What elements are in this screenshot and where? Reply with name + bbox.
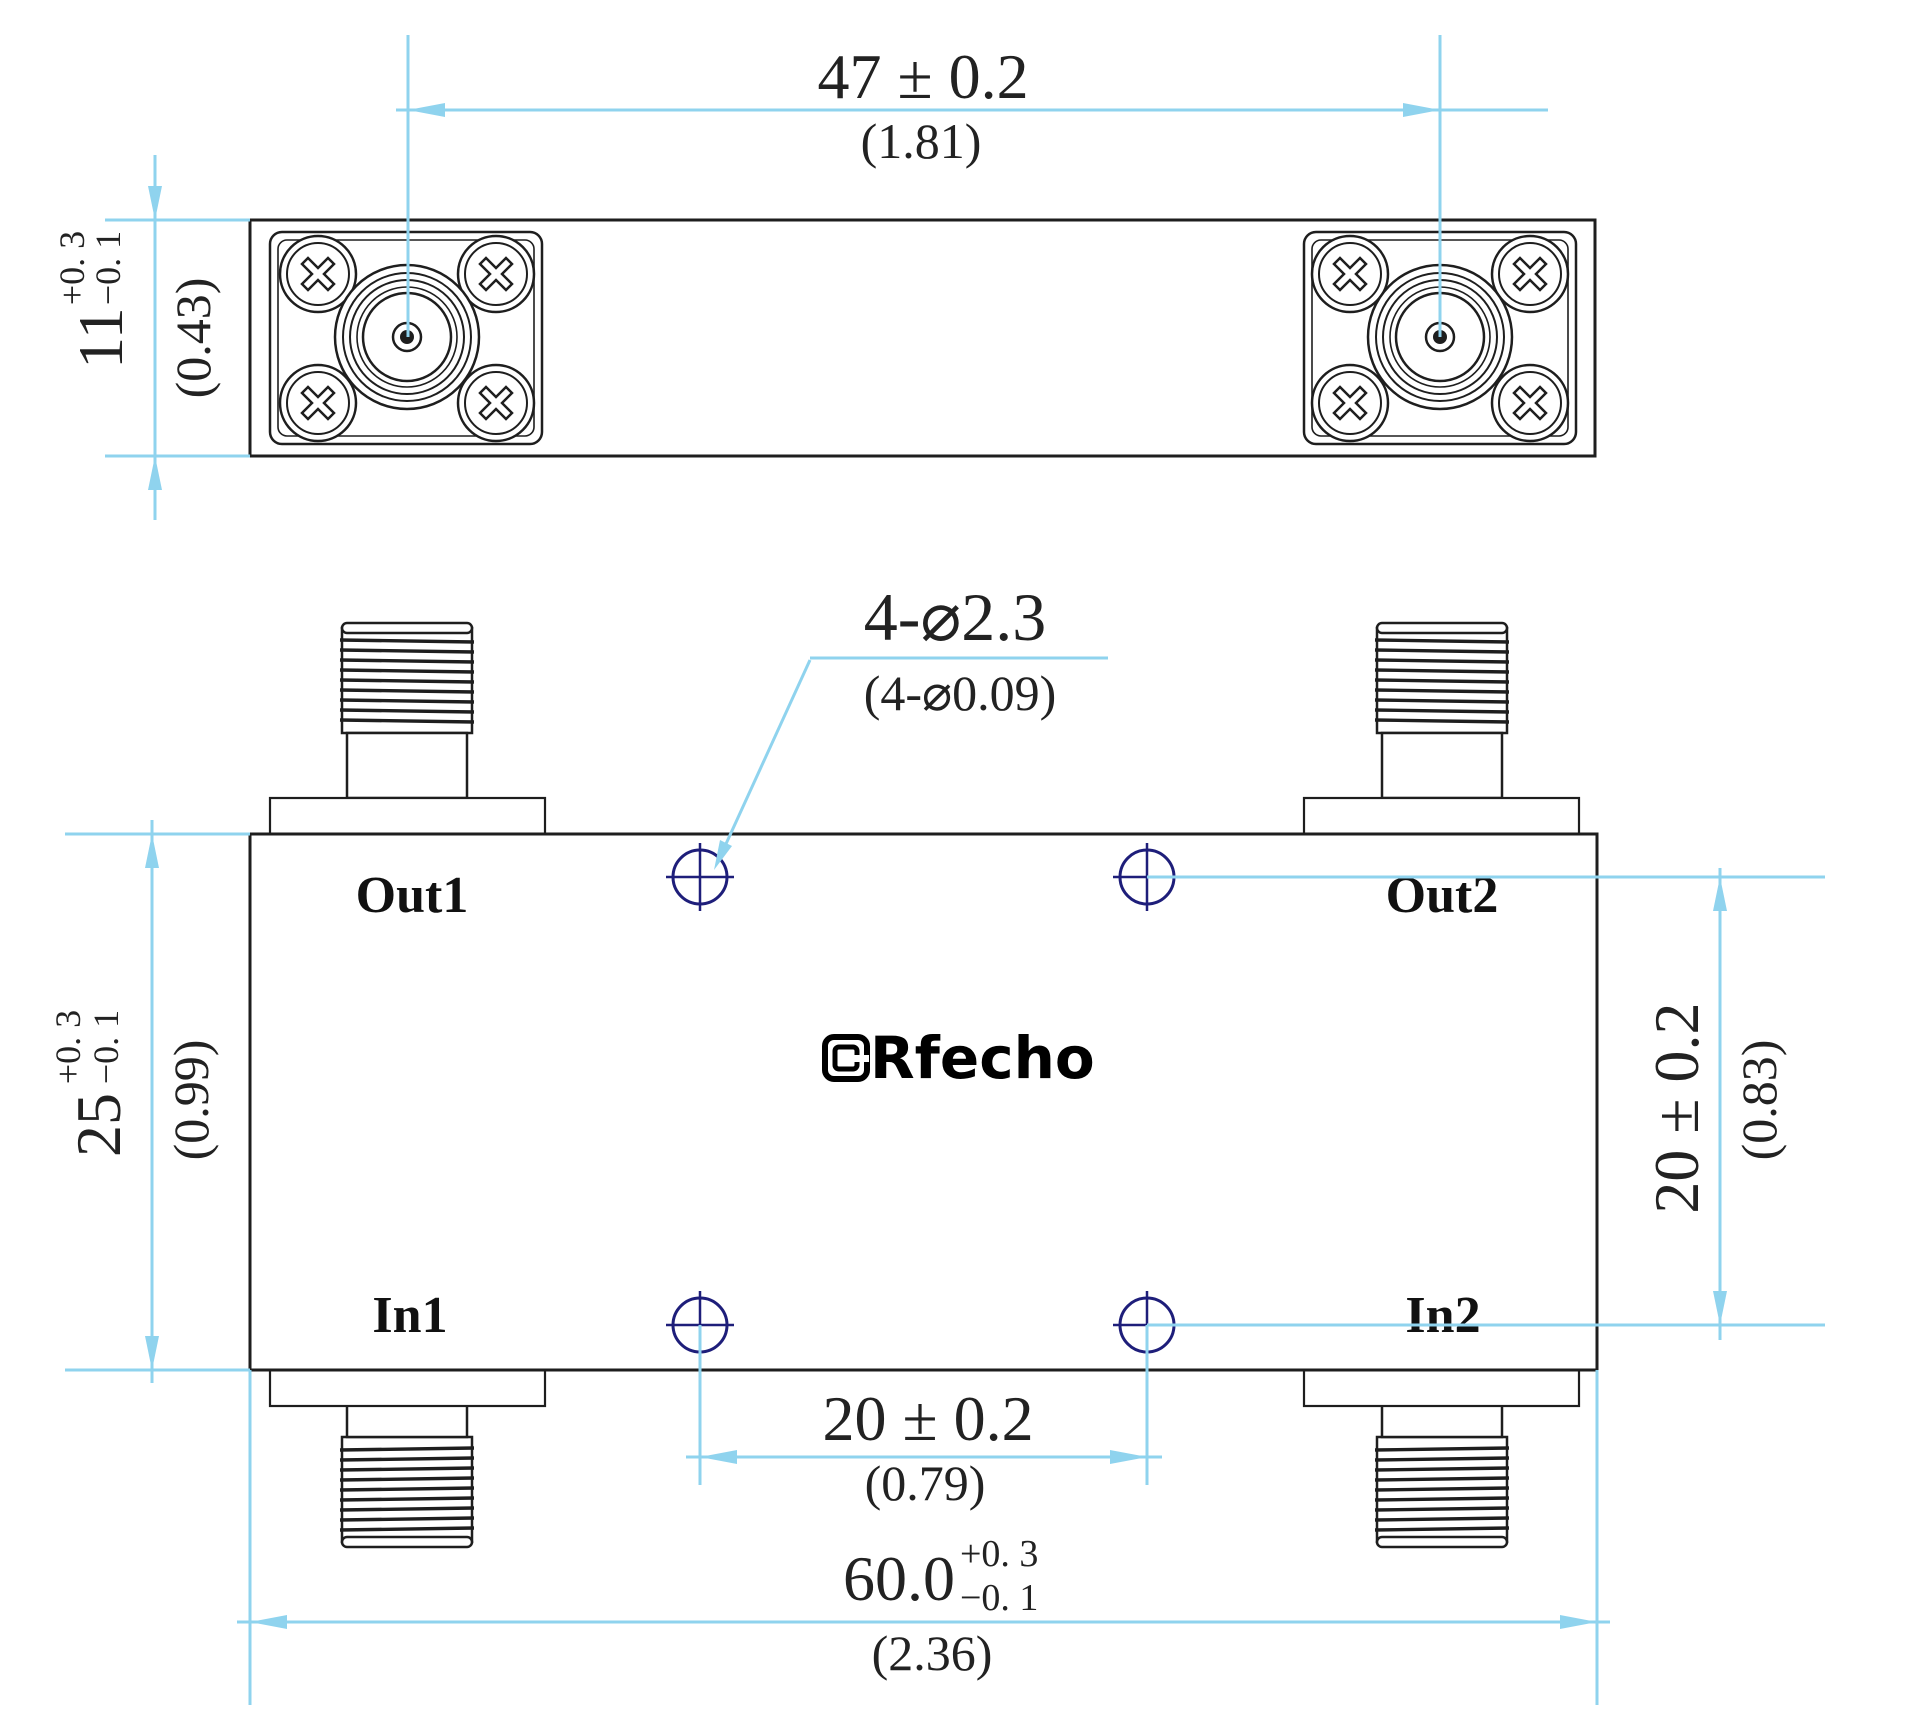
port-label-in1: In1 [372,1287,447,1344]
total-width-tol-plus: +0. 3 [960,1533,1038,1575]
top-height-base: 11 [65,307,136,369]
hole-horizontal-inch: (0.79) [865,1455,986,1511]
rfecho-logo-icon [822,1034,870,1082]
brand-name: Rfecho [870,1024,1095,1092]
top-view: 47 ± 0.2 (1.81) 11 +0. 3 −0. 1 (0.43) [52,35,1597,520]
holes-callout-metric: 4-⌀2.3 [864,579,1047,655]
flange-out2 [1302,796,1581,836]
holes-callout-inch: (4-⌀0.09) [864,665,1057,721]
port-label-out1: Out1 [356,867,469,924]
total-width-dimension: 60.0 +0. 3 −0. 1 (2.36) [237,1370,1610,1705]
front-height-tol-minus: −0. 1 [86,1010,126,1084]
svg-text:11: 11 [65,307,136,369]
total-width-base: 60.0 [843,1543,955,1614]
flange-out1 [268,796,547,836]
top-height-tol-plus: +0. 3 [52,231,92,305]
hole-horizontal-value: 20 ± 0.2 [822,1383,1033,1454]
flange-in1 [268,1368,547,1408]
screw-icon [456,363,536,443]
total-width-inch: (2.36) [872,1625,993,1681]
front-view-body [248,832,1599,1372]
hole-horizontal-dimension: 20 ± 0.2 (0.79) [686,1325,1162,1511]
hole-vertical-value: 20 ± 0.2 [1641,1002,1712,1213]
front-height-inch: (0.99) [163,1040,219,1161]
screw-icon [1490,363,1570,443]
screw-icon [1310,363,1390,443]
front-view: Out1 Out2 In1 In2 Rfecho 4-⌀2.3 (4-⌀0.09… [48,579,1825,1705]
flange-in2 [1302,1368,1581,1408]
total-width-tol-minus: −0. 1 [960,1577,1038,1619]
left-connector-face [268,230,544,446]
holes-callout: 4-⌀2.3 (4-⌀0.09) [714,579,1108,870]
sma-connector-out1-icon [338,621,476,800]
hole-vertical-dimension: 20 ± 0.2 (0.83) [1147,868,1825,1340]
top-height-inch: (0.43) [165,278,221,399]
brand-logo: Rfecho [822,1024,1095,1092]
top-height-dimension: 11 +0. 3 −0. 1 (0.43) [52,155,250,520]
hole-vertical-inch: (0.83) [1731,1040,1787,1161]
sma-connector-out2-icon [1373,621,1511,800]
top-width-inch: (1.81) [861,113,982,169]
screw-icon [278,363,358,443]
port-label-in2: In2 [1405,1287,1480,1344]
top-height-tol-minus: −0. 1 [88,231,128,305]
front-height-dimension: 25 +0. 3 −0. 1 (0.99) [48,820,250,1383]
top-width-value: 47 ± 0.2 [817,41,1028,112]
front-height-tol-plus: +0. 3 [48,1010,88,1084]
top-width-dimension: 47 ± 0.2 (1.81) [396,35,1548,337]
front-height-base: 25 [63,1093,134,1157]
